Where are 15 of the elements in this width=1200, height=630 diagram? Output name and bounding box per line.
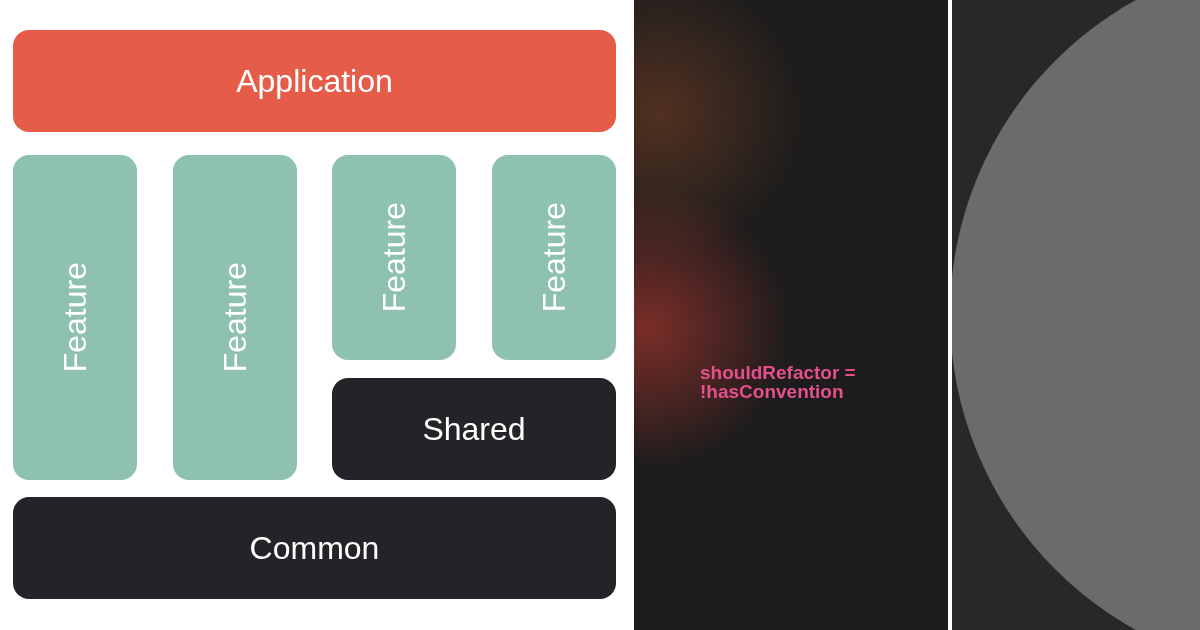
layer-label: Shared (422, 410, 526, 449)
application-layer-box (13, 30, 616, 132)
feature-layer-box (173, 155, 297, 480)
layer-label: Feature (535, 202, 573, 313)
layer-box (13, 497, 616, 599)
code-text: shouldRefactor = !hasConvention (700, 363, 857, 401)
layer-label: Feature (216, 262, 254, 373)
layer-label: Feature (56, 262, 94, 373)
layer-label: Application (236, 62, 393, 101)
layer-box (332, 378, 616, 480)
layer-label: Feature (375, 202, 413, 313)
feature-layer-box (492, 155, 616, 360)
feature-layer-box (13, 155, 137, 480)
layer-label: Common (249, 529, 380, 568)
feature-layer-box (332, 155, 456, 360)
